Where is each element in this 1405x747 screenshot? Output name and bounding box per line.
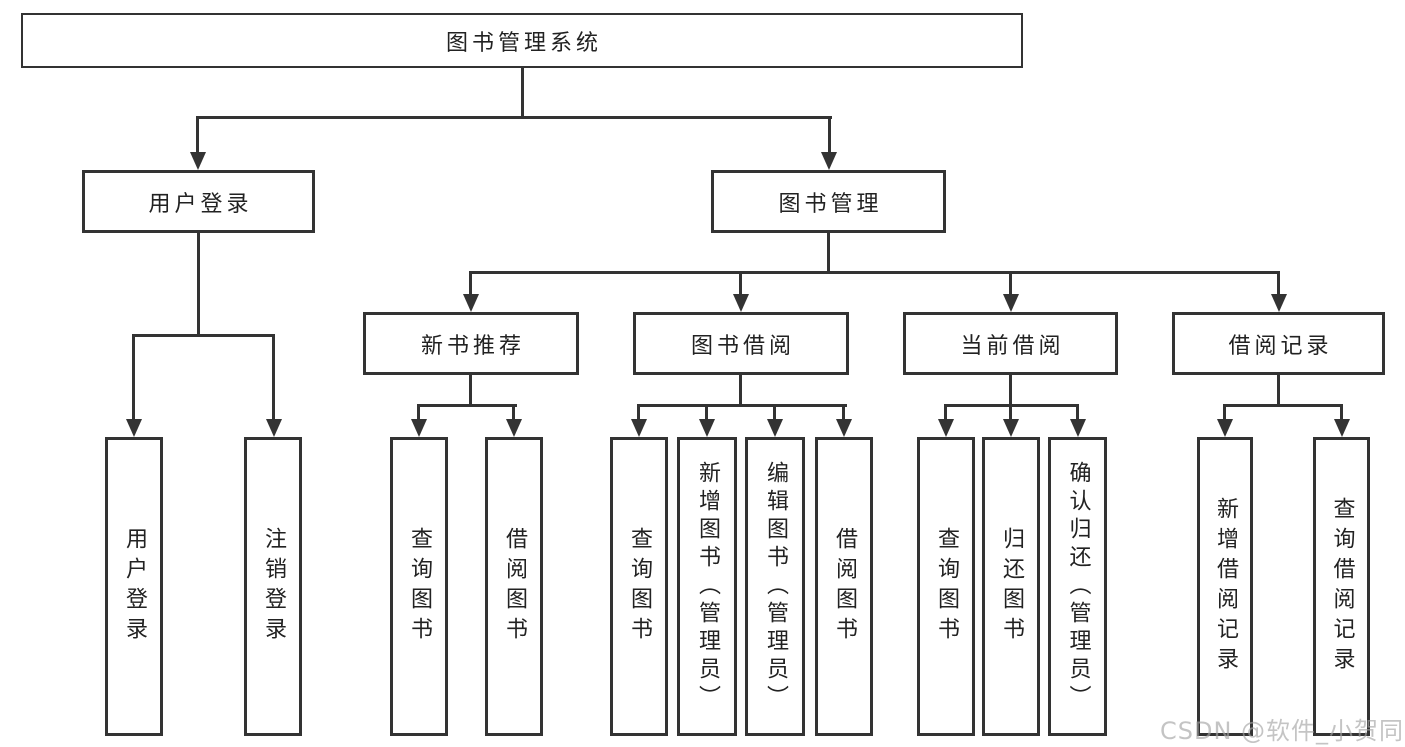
leaf-borrow-query-book: 查询图书 (610, 437, 668, 736)
node-library-management-system: 图书管理系统 (21, 13, 1023, 68)
arrowhead-down (1070, 419, 1086, 437)
arrowhead-down (411, 419, 427, 437)
node-label: 查询图书 (934, 526, 959, 647)
connector-line (637, 404, 847, 407)
node-label: 新增借阅记录 (1213, 496, 1238, 677)
node-label: 借阅记录 (1228, 333, 1333, 359)
leaf-borrow-book: 借阅图书 (815, 437, 873, 736)
connector-line (842, 404, 845, 424)
leaf-confirm-return-admin: 确认归还（管理员） (1048, 437, 1107, 736)
connector-line (1076, 404, 1079, 424)
node-label: 图书借阅 (690, 333, 795, 359)
connector-line (1340, 404, 1343, 424)
arrowhead-down (506, 419, 522, 437)
arrowhead-down (699, 419, 715, 437)
connector-line (469, 375, 472, 407)
leaf-return-book: 归还图书 (982, 437, 1040, 736)
node-new-book-recommend: 新书推荐 (363, 312, 579, 375)
leaf-recommend-borrow-book: 借阅图书 (485, 437, 543, 736)
connector-line (196, 116, 199, 156)
connector-line (417, 404, 420, 424)
arrowhead-down (938, 419, 954, 437)
node-label: 当前借阅 (960, 333, 1065, 359)
arrowhead-down (126, 419, 142, 437)
arrowhead-down (463, 294, 479, 312)
node-label: 查询图书 (627, 526, 652, 647)
connector-line (417, 404, 517, 407)
arrowhead-down (821, 152, 837, 170)
node-label: 用户登录 (148, 191, 253, 217)
connector-line (1009, 271, 1012, 297)
arrowhead-down (266, 419, 282, 437)
leaf-user-login: 用户登录 (105, 437, 163, 736)
connector-line (521, 68, 524, 117)
connector-line (1223, 404, 1226, 424)
arrowhead-down (836, 419, 852, 437)
connector-line (469, 271, 472, 297)
node-label: 借阅图书 (832, 526, 857, 647)
connector-line (132, 334, 275, 337)
arrowhead-down (1334, 419, 1350, 437)
node-label: 图书管理系统 (445, 30, 602, 56)
arrowhead-down (1217, 419, 1233, 437)
node-label: 新书推荐 (420, 333, 525, 359)
connector-line (739, 375, 742, 407)
connector-line (827, 233, 830, 273)
node-label: 用户登录 (122, 526, 147, 647)
leaf-recommend-query-book: 查询图书 (390, 437, 448, 736)
node-label: 新增图书（管理员） (695, 460, 720, 713)
node-label: 注销登录 (261, 526, 286, 647)
connector-line (828, 116, 831, 156)
node-label: 查询借阅记录 (1329, 496, 1355, 677)
connector-line (469, 271, 1280, 274)
arrowhead-down (1003, 294, 1019, 312)
arrowhead-down (733, 294, 749, 312)
connector-line (1009, 375, 1012, 407)
connector-line (637, 404, 640, 424)
node-label: 归还图书 (999, 526, 1024, 647)
leaf-query-borrow-record: 查询借阅记录 (1313, 437, 1370, 736)
connector-line (739, 271, 742, 297)
connector-line (272, 334, 275, 424)
node-current-borrow: 当前借阅 (903, 312, 1118, 375)
connector-line (197, 233, 200, 335)
connector-line (1009, 404, 1012, 424)
arrowhead-down (190, 152, 206, 170)
node-label: 编辑图书（管理员） (763, 460, 788, 713)
connector-line (196, 116, 832, 119)
arrowhead-down (767, 419, 783, 437)
node-borrow-record: 借阅记录 (1172, 312, 1385, 375)
node-label: 确认归还（管理员） (1065, 460, 1091, 713)
leaf-current-query-book: 查询图书 (917, 437, 975, 736)
connector-line (132, 334, 135, 424)
leaf-edit-book-admin: 编辑图书（管理员） (745, 437, 805, 736)
connector-line (1223, 404, 1343, 407)
connector-line (773, 404, 776, 424)
node-label: 借阅图书 (502, 526, 527, 647)
arrowhead-down (1003, 419, 1019, 437)
node-book-borrow: 图书借阅 (633, 312, 849, 375)
connector-line (944, 404, 947, 424)
csdn-watermark: CSDN @软件_小贺同学 (1160, 717, 1405, 745)
arrowhead-down (631, 419, 647, 437)
node-label: 查询图书 (407, 526, 432, 647)
arrowhead-down (1271, 294, 1287, 312)
node-user-login: 用户登录 (82, 170, 315, 233)
leaf-add-book-admin: 新增图书（管理员） (677, 437, 737, 736)
connector-line (705, 404, 708, 424)
node-book-management: 图书管理 (711, 170, 946, 233)
leaf-add-borrow-record: 新增借阅记录 (1197, 437, 1253, 736)
connector-line (1277, 271, 1280, 297)
connector-line (1277, 375, 1280, 407)
node-label: 图书管理 (778, 191, 883, 217)
connector-line (512, 404, 515, 424)
leaf-logout: 注销登录 (244, 437, 302, 736)
